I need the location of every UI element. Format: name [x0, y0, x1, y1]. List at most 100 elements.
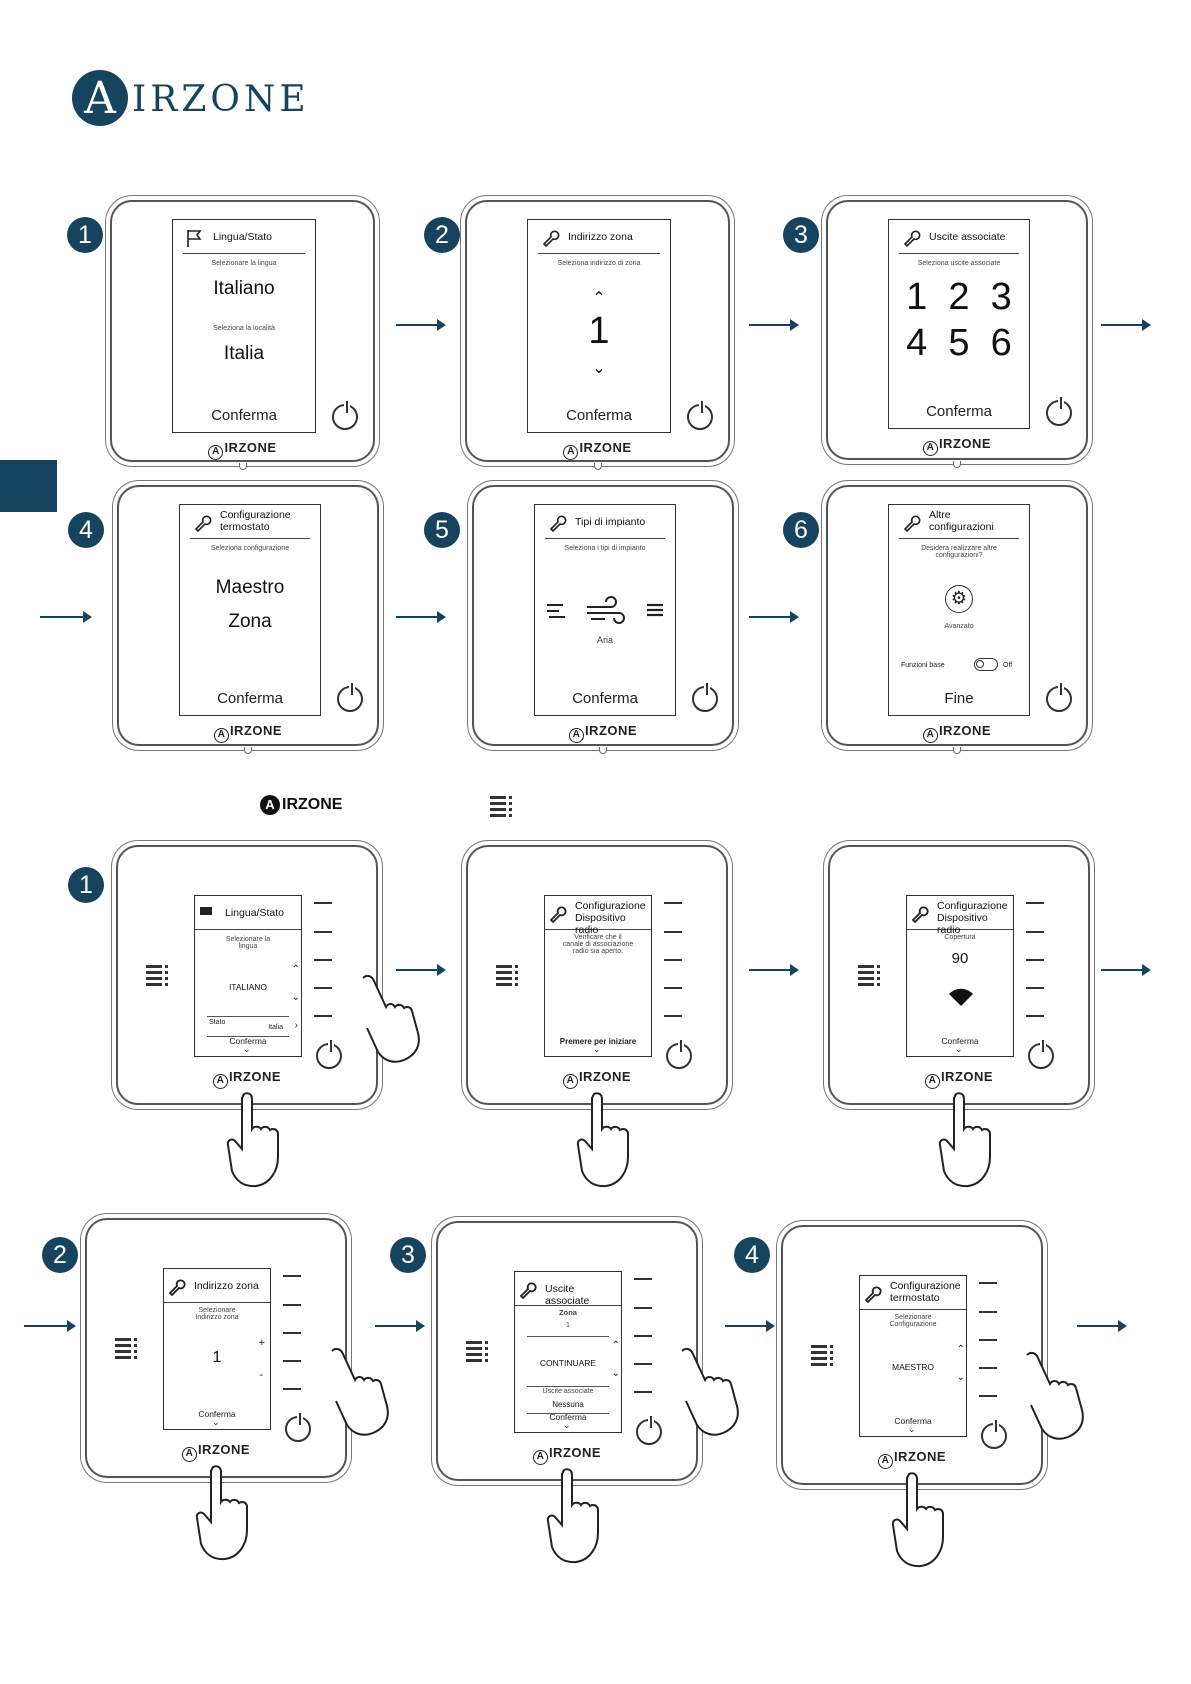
next-arrow	[1101, 319, 1151, 331]
menu-icon[interactable]	[858, 965, 882, 987]
zone-address-value: 1	[212, 1349, 222, 1366]
outputs-row-1[interactable]: 1 2 3	[906, 276, 1012, 318]
next-arrow	[749, 964, 799, 976]
chevron-down-icon[interactable]: ⌄	[592, 360, 606, 377]
confirm-label[interactable]: Conferma	[229, 1036, 267, 1046]
chevron-up-icon[interactable]: ⌃	[592, 290, 606, 307]
device-connector	[238, 463, 247, 470]
press-to-start-label[interactable]: Premere per iniziare	[559, 1037, 637, 1046]
power-icon[interactable]	[687, 401, 713, 430]
wrench-icon	[542, 230, 560, 248]
zone-label: Zona	[559, 1308, 577, 1317]
screen-title: Tipi di impianto	[575, 516, 646, 528]
basic-functions-toggle[interactable]	[974, 658, 998, 671]
power-icon[interactable]	[1046, 397, 1072, 426]
menu-icon[interactable]	[146, 965, 170, 987]
zone-address-label: Seleziona indirizzo di zona	[557, 260, 641, 267]
wrench-icon	[911, 906, 929, 924]
language-value: Italiano	[213, 278, 275, 299]
chevron-down-icon[interactable]: ⌄	[291, 992, 300, 1003]
hand-pointer-icon	[331, 1347, 389, 1436]
power-icon[interactable]	[1046, 683, 1072, 712]
power-icon[interactable]	[316, 1040, 342, 1069]
power-icon[interactable]	[636, 1416, 662, 1445]
outputs-label: Uscite associate	[542, 1388, 594, 1395]
menu-icon[interactable]	[115, 1338, 139, 1360]
chevron-down-icon[interactable]: ⌄	[955, 1044, 963, 1054]
confirm-label[interactable]: Conferma	[926, 403, 992, 420]
finish-label[interactable]: Fine	[944, 690, 974, 707]
power-icon[interactable]	[332, 401, 358, 430]
power-icon[interactable]	[692, 683, 718, 712]
next-arrow	[1077, 1320, 1127, 1332]
configuration-label: Seleziona configurazione	[210, 545, 290, 552]
chevron-up-icon[interactable]: ⌃	[956, 1344, 965, 1355]
next-arrow	[749, 611, 799, 623]
confirm-label[interactable]: Conferma	[211, 407, 277, 424]
confirm-label[interactable]: Conferma	[572, 690, 638, 707]
hand-pointer-icon	[938, 1092, 991, 1188]
confirm-label[interactable]: Conferma	[549, 1412, 587, 1422]
screen-title: Uscite associate	[545, 1283, 590, 1307]
option-maestro[interactable]: Maestro	[215, 577, 285, 598]
wrench-icon	[903, 230, 921, 248]
chevron-down-icon[interactable]: ⌄	[593, 1044, 601, 1054]
chevron-down-icon[interactable]: ⌄	[611, 1368, 620, 1379]
configuration-value[interactable]: MAESTRO	[891, 1362, 935, 1372]
hand-pointer-icon	[226, 1092, 279, 1188]
next-arrow	[725, 1320, 775, 1332]
confirm-label[interactable]: Conferma	[217, 690, 283, 707]
hand-pointer-icon	[681, 1347, 739, 1436]
wrench-icon	[903, 515, 921, 533]
chevron-right-icon[interactable]: ›	[294, 1020, 298, 1031]
gear-icon[interactable]: ⚙	[945, 585, 973, 613]
confirm-label[interactable]: Conferma	[941, 1036, 979, 1046]
chevron-down-icon[interactable]: ⌄	[956, 1372, 965, 1383]
chevron-down-icon[interactable]: ⌄	[908, 1424, 916, 1434]
power-icon[interactable]	[666, 1040, 692, 1069]
power-icon[interactable]	[981, 1420, 1007, 1449]
power-icon[interactable]	[337, 683, 363, 712]
plus-icon[interactable]: +	[258, 1337, 265, 1349]
power-icon[interactable]	[285, 1413, 311, 1442]
hand-pointer-icon	[195, 1465, 248, 1561]
system-type-icons[interactable]	[545, 593, 667, 633]
step-badge: 2	[424, 217, 460, 253]
locality-label: Seleziona la località	[213, 325, 275, 332]
step-badge: 6	[783, 512, 819, 548]
menu-icon[interactable]	[466, 1341, 490, 1363]
chevron-down-icon[interactable]: ⌄	[243, 1044, 251, 1054]
chevron-up-icon[interactable]: ⌃	[611, 1340, 620, 1351]
continue-option[interactable]: CONTINUARE	[539, 1358, 597, 1368]
screen-header: Indirizzo zona	[538, 220, 660, 254]
chevron-down-icon[interactable]: ⌄	[212, 1417, 220, 1427]
airzone-logo: A IRZONE	[72, 68, 312, 132]
flag-icon	[187, 230, 202, 247]
menu-icon[interactable]	[496, 965, 520, 987]
chevron-up-icon[interactable]: ⌃	[291, 964, 300, 975]
side-tab	[0, 460, 57, 512]
confirm-label[interactable]: Conferma	[894, 1416, 932, 1426]
menu-icon[interactable]	[811, 1345, 835, 1367]
outputs-row-2[interactable]: 4 5 6	[906, 322, 1012, 364]
power-icon[interactable]	[1028, 1040, 1054, 1069]
device-connector	[244, 747, 252, 754]
minus-icon[interactable]: -	[259, 1369, 263, 1381]
step-badge: 3	[783, 217, 819, 253]
confirm-label[interactable]: Conferma	[198, 1409, 236, 1419]
chevron-down-icon[interactable]: ⌄	[563, 1420, 571, 1430]
confirm-label[interactable]: Conferma	[566, 407, 632, 424]
hand-pointer-icon	[891, 1472, 944, 1568]
option-zona[interactable]: Zona	[228, 611, 272, 632]
